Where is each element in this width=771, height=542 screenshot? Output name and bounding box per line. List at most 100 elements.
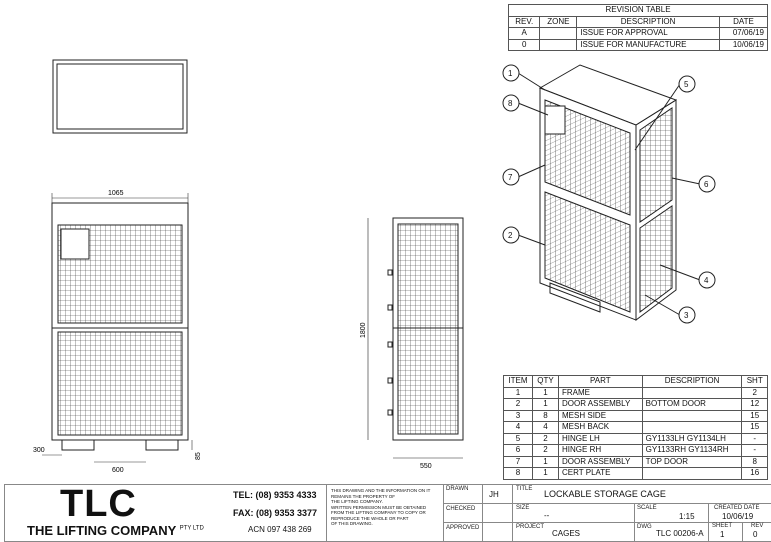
checked-label: CHECKED — [446, 506, 476, 512]
parts-cell-part: FRAME — [558, 386, 643, 399]
parts-cell-description — [641, 386, 743, 399]
title-label: TITLE — [516, 486, 533, 492]
parts-cell-qty: 1 — [531, 455, 560, 468]
balloon-4: 4 — [659, 264, 716, 289]
parts-cell-item: 6 — [503, 444, 533, 457]
dim-foot-spacing: 600 — [112, 467, 124, 474]
balloon-2: 2 — [502, 226, 546, 246]
parts-cell-sht: 8 — [741, 455, 768, 468]
cert-plate — [60, 228, 90, 260]
svg-text:8: 8 — [508, 99, 513, 108]
parts-cell-description — [641, 409, 743, 422]
front-dimensions — [42, 193, 193, 463]
drawing-title: LOCKABLE STORAGE CAGE — [544, 489, 666, 499]
dim-foot-offset: 300 — [33, 447, 45, 454]
tel: TEL: (08) 9353 4333 — [233, 490, 317, 500]
scale-label: SCALE — [637, 505, 657, 511]
parts-cell-part: CERT PLATE — [558, 467, 643, 480]
parts-cell-qty: 2 — [531, 432, 560, 445]
title-block: TLC THE LIFTING COMPANY PTY LTD TEL: (08… — [4, 483, 771, 542]
parts-cell-description: BOTTOM DOOR — [641, 398, 743, 411]
notice-line: REMAINS THE PROPERTY OF — [331, 493, 396, 499]
scale: 1:15 — [679, 512, 695, 521]
dim-height: 1800 — [360, 322, 367, 338]
balloon-3: 3 — [644, 294, 696, 324]
notice-line: WRITTEN PERMISSION MUST BE OBTAINED — [331, 504, 427, 510]
parts-cell-qty: 2 — [531, 444, 560, 457]
parts-cell-description: GY1133RH GY1134RH — [641, 444, 743, 457]
svg-text:4: 4 — [704, 276, 709, 285]
balloons: 1 8 7 2 5 6 4 3 — [502, 64, 716, 324]
balloon-8: 8 — [502, 94, 549, 116]
svg-text:7: 7 — [508, 173, 513, 182]
size: -- — [544, 511, 550, 520]
drawn-label: DRAWN — [446, 486, 469, 492]
size-label: SIZE — [516, 505, 530, 511]
parts-cell-item: 7 — [503, 455, 533, 468]
dwg-number: TLC 00206-A — [656, 529, 704, 538]
notice-line: THE LIFTING COMPANY. — [331, 499, 383, 504]
acn: ACN 097 438 269 — [248, 525, 312, 534]
parts-cell-sht: 15 — [741, 409, 768, 422]
parts-cell-sht: 16 — [741, 467, 768, 480]
dim-depth: 550 — [420, 463, 432, 470]
svg-text:2: 2 — [508, 231, 513, 240]
company-name: THE LIFTING COMPANY PTY LTD — [27, 523, 204, 538]
parts-cell-description — [641, 421, 743, 434]
parts-cell-sht: - — [741, 432, 768, 445]
side-view — [367, 217, 464, 459]
parts-cell-item: 4 — [503, 421, 533, 434]
parts-cell-part: DOOR ASSEMBLY — [558, 455, 643, 468]
parts-cell-sht: 2 — [741, 386, 768, 399]
parts-cell-sht: - — [741, 444, 768, 457]
parts-cell-item: 3 — [503, 409, 533, 422]
parts-cell-sht: 12 — [741, 398, 768, 411]
project-label: PROJECT — [516, 524, 545, 530]
top-view — [52, 59, 188, 134]
notice-line: OF THIS DRAWING. — [331, 521, 373, 526]
drawn-by: JH — [489, 490, 499, 499]
balloon-7: 7 — [502, 164, 546, 186]
svg-text:6: 6 — [704, 180, 709, 189]
parts-cell-item: 1 — [503, 386, 533, 399]
svg-text:5: 5 — [684, 80, 689, 89]
svg-text:1: 1 — [508, 69, 513, 78]
parts-cell-part: MESH BACK — [558, 421, 643, 434]
parts-cell-item: 8 — [503, 467, 533, 480]
parts-cell-description: GY1133LH GY1134LH — [641, 432, 743, 445]
created-label: CREATED DATE — [714, 505, 760, 511]
balloon-1: 1 — [502, 64, 546, 91]
parts-cell-qty: 1 — [531, 398, 560, 411]
fax: FAX: (08) 9353 3377 — [233, 508, 318, 518]
parts-cell-part: MESH SIDE — [558, 409, 643, 422]
created-date: 10/06/19 — [722, 512, 754, 521]
notice-line: REPRODUCE THE WHOLE OR PART — [331, 515, 409, 521]
company-logo: TLC — [60, 483, 137, 525]
parts-cell-qty: 8 — [531, 409, 560, 422]
rev: 0 — [753, 530, 758, 539]
parts-cell-part: DOOR ASSEMBLY — [558, 398, 643, 411]
parts-cell-qty: 1 — [531, 467, 560, 480]
parts-cell-part: HINGE LH — [558, 432, 643, 445]
parts-cell-item: 5 — [503, 432, 533, 445]
balloon-6: 6 — [671, 175, 716, 193]
parts-cell-qty: 1 — [531, 386, 560, 399]
svg-text:3: 3 — [684, 311, 689, 320]
parts-cell-part: HINGE RH — [558, 444, 643, 457]
parts-cell-description: TOP DOOR — [641, 455, 743, 468]
parts-cell-item: 2 — [503, 398, 533, 411]
dwg-label: DWG — [637, 524, 652, 530]
dim-width: 1065 — [108, 190, 124, 197]
